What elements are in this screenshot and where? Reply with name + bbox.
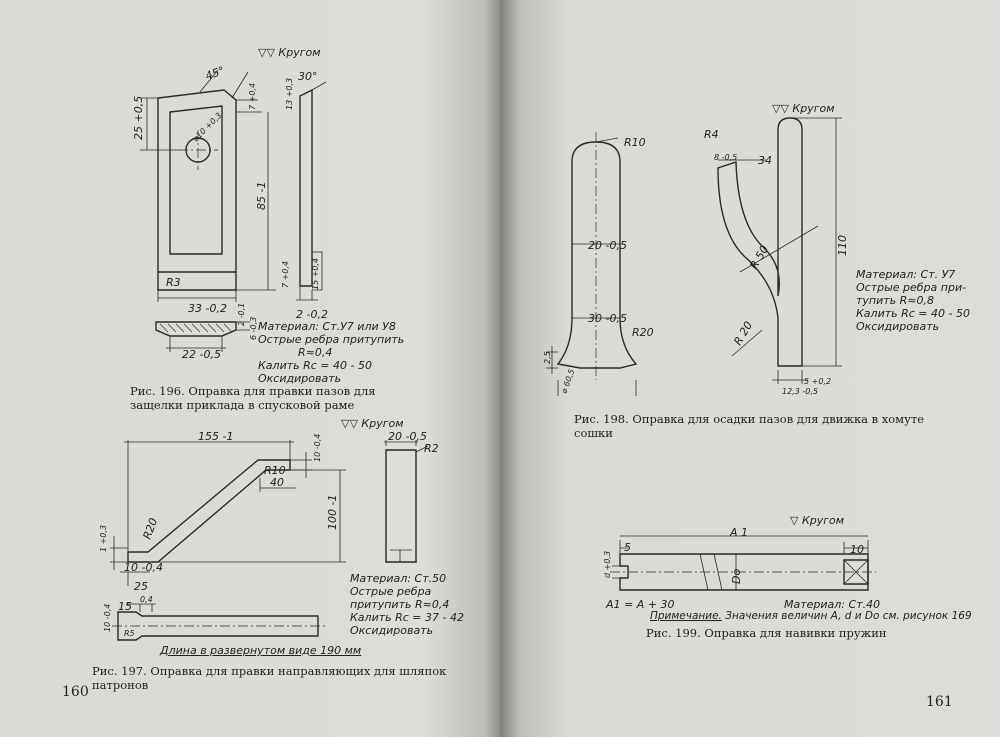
fig198-dim-8: 8 -0,5 <box>714 153 737 162</box>
fig196-note-material: Материал: Ст.У7 или У8 <box>258 320 396 333</box>
fig197-dim-7: 1 +0,3 <box>99 525 108 552</box>
fig198-notes: Материал: Ст. У7 Острые ребра при- тупит… <box>856 268 970 333</box>
fig196-dim-4: 13 +0,3 <box>285 78 294 110</box>
fig199-dim-4: d +0,3 <box>603 551 612 578</box>
fig197-dim-1: 155 -1 <box>198 430 233 443</box>
fig198-dim-10: R 50 <box>747 243 771 271</box>
fig198-note-hardening: Калить Rc = 40 - 50 <box>856 307 970 320</box>
fig198-dim-6: ⌀ 60,5 <box>559 368 576 395</box>
fig196-side-view <box>296 81 327 301</box>
fig196-dim-7: 85 -1 <box>255 182 268 210</box>
fig197-surface-mark: ▽▽ Кругом <box>341 417 404 430</box>
fig196-dim-1: 45° <box>204 64 227 83</box>
left-drawings: ▽▽ Кругом 45° 25 +0,5 7 +0,4 13 +0,3 30°… <box>99 46 439 641</box>
fig199-remark-label: Примечание. <box>650 610 722 622</box>
fig196-dim-9: 7 +0,4 <box>281 261 290 288</box>
fig196-note-hardening: Калить Rc = 40 - 50 <box>258 359 372 372</box>
fig197-dim-11: R2 <box>424 442 439 455</box>
fig196-section <box>155 321 250 352</box>
fig196-front-view <box>140 69 276 302</box>
fig198-dim-11: 110 <box>836 235 849 256</box>
fig197-note-edges: Острые ребра <box>350 585 432 598</box>
fig196-dim-3: 7 +0,4 <box>248 83 257 110</box>
fig197-dim-2: 10 -0,4 <box>313 434 322 462</box>
fig196-dim-2: 25 +0,5 <box>132 96 145 140</box>
left-page: ▽▽ Кругом 45° 25 +0,5 7 +0,4 13 +0,3 30°… <box>0 0 500 737</box>
fig197-dim-9: 25 <box>134 580 148 593</box>
right-page-number: 161 <box>926 694 953 710</box>
fig197-dim-5: 100 -1 <box>326 495 339 530</box>
fig197-caption: Рис. 197. Оправка для правки направляющи… <box>92 664 447 692</box>
fig199-remark: Примечание. Значения величин A, d и Do с… <box>650 610 972 623</box>
fig196-dim-6: ⌀10 +0,3 <box>191 111 224 144</box>
fig197-note-radius: притупить R≈0,4 <box>350 598 450 611</box>
fig198-dim-2: 20 -0,5 <box>588 239 627 252</box>
fig197-note-hardening: Калить Rc = 37 - 42 <box>350 611 464 624</box>
right-page: ▽▽ Кругом R10 20 -0,5 30 -0,5 R20 2,5 ⌀ … <box>500 0 1000 737</box>
fig196-caption: Рис. 196. Оправка для правки пазов для з… <box>130 384 376 412</box>
fig197-notes: Материал: Ст.50 Острые ребра притупить R… <box>350 572 464 637</box>
fig197-dim-14: 10 -0,4 <box>103 604 112 632</box>
right-drawings: ▽▽ Кругом R10 20 -0,5 30 -0,5 R20 2,5 ⌀ … <box>543 102 876 591</box>
fig196-note-edges: Острые ребра притупить <box>258 333 405 346</box>
fig196-notes: Материал: Ст.У7 или У8 Острые ребра прит… <box>258 320 404 385</box>
fig198-surface-mark: ▽▽ Кругом <box>772 102 835 115</box>
fig197-front-view <box>110 440 346 586</box>
fig198-dim-13: 12,3 -0,5 <box>782 387 818 396</box>
fig196-surface-mark: ▽▽ Кругом <box>258 46 321 59</box>
fig198-dim-4: R20 <box>632 326 654 339</box>
fig199-caption: Рис. 199. Оправка для навивки пружин <box>646 626 887 640</box>
fig199-dim-5: Do <box>730 569 743 584</box>
fig198-note-material: Материал: Ст. У7 <box>856 268 956 281</box>
fig199-dim-1: A 1 <box>729 526 748 539</box>
fig199-dim-3: 10 <box>850 543 864 556</box>
fig197-dim-6: R20 <box>141 516 161 541</box>
fig199-dim-2: 5 <box>624 541 631 554</box>
fig197-dim-3: R10 <box>264 464 286 477</box>
fig196-note-radius: R≈0,4 <box>298 346 333 359</box>
fig196-dim-5: 30° <box>298 70 318 83</box>
fig197-dim-12: 15 <box>118 600 132 613</box>
fig196-dim-8: R3 <box>166 276 181 289</box>
fig198-side-view <box>717 117 842 384</box>
fig197-dim-15: R5 <box>124 629 135 638</box>
fig197-note-oxidize: Оксидировать <box>350 624 434 637</box>
fig198-dim-7: R4 <box>704 128 719 141</box>
fig197-side-view <box>384 440 429 563</box>
fig199-material: Материал: Ст.40 <box>784 598 881 611</box>
left-page-number: 160 <box>62 684 89 700</box>
fig198-note-oxidize: Оксидировать <box>856 320 940 333</box>
fig197-dim-4: 40 <box>270 476 284 489</box>
fig196-dim-14: 6 -0,3 <box>249 317 258 340</box>
fig199-remark-text: Значения величин A, d и Do см. рисунок 1… <box>725 610 972 622</box>
fig196-dim-15: 22 -0,5 <box>182 348 221 361</box>
fig196-dim-10: 15 +0,4 <box>311 258 320 290</box>
fig197-dim-8: 10 -0,4 <box>124 561 163 574</box>
fig199-left-note: A1 = A + 30 <box>606 598 675 611</box>
fig197-plan-view <box>112 603 326 641</box>
fig198-dim-12: R 20 <box>731 319 755 347</box>
fig197-length-note: Длина в развернутом виде 190 мм <box>160 644 362 657</box>
fig198-dim-3: 30 -0,5 <box>588 312 627 325</box>
fig198-note-radius: тупить R≈0,8 <box>856 294 934 307</box>
fig198-dim-14: 5 +0,2 <box>804 377 831 386</box>
fig196-dim-12: 2 -0,2 <box>296 308 328 321</box>
fig199-surface-mark: ▽ Кругом <box>790 514 844 527</box>
fig197-dim-10: 20 -0,5 <box>388 430 427 443</box>
fig198-note-edges: Острые ребра при- <box>856 281 967 294</box>
fig198-dim-5: 2,5 <box>543 351 552 364</box>
fig197-note-material: Материал: Ст.50 <box>350 572 447 585</box>
fig196-note-oxidize: Оксидировать <box>258 372 342 385</box>
fig196-dim-11: 33 -0,2 <box>188 302 227 315</box>
fig196-dim-13: 2 -0,1 <box>237 303 246 326</box>
fig198-dim-1: R10 <box>624 136 646 149</box>
fig197-dim-13: 0,4 <box>140 595 153 604</box>
fig198-front-view <box>546 132 638 396</box>
fig199-rod <box>610 535 876 591</box>
fig198-caption: Рис. 198. Оправка для осадки пазов для д… <box>574 412 925 440</box>
fig198-dim-9: 34 <box>758 154 772 167</box>
